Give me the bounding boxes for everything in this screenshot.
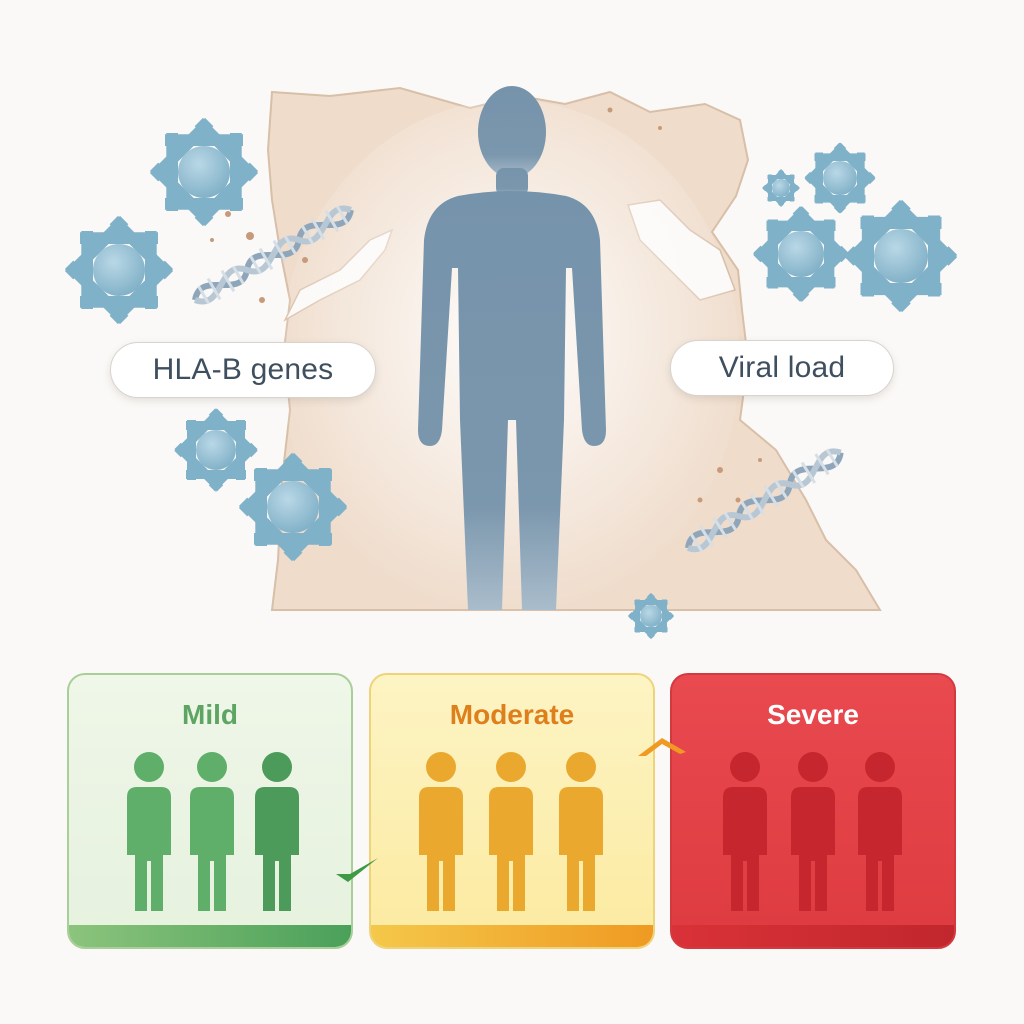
virus-icon-3 (187, 421, 245, 479)
person-icon (791, 752, 835, 911)
person-icon (127, 752, 171, 911)
person-icon (723, 752, 767, 911)
virus-icon-6 (768, 175, 794, 201)
person-icon (419, 752, 463, 911)
hla-b-genes-label: HLA-B genes (110, 342, 376, 398)
virus-icon-4 (255, 469, 330, 544)
virus-icon-9 (635, 600, 667, 632)
virus-icon-7 (768, 221, 835, 288)
person-icon (559, 752, 603, 911)
virus-icon-8 (862, 217, 940, 295)
panel-bar-severe (672, 925, 954, 947)
viral-load-label: Viral load (670, 340, 894, 396)
virus-icon-5 (815, 153, 864, 202)
people-group-severe (723, 752, 902, 911)
severity-panel-mild: Mild (67, 673, 353, 949)
panel-title-moderate: Moderate (449, 699, 575, 730)
dna-helix-icon-right (685, 448, 844, 553)
dna-helix-icon-left (192, 205, 354, 305)
panel-title-severe: Severe (767, 699, 859, 730)
person-icon (255, 752, 299, 911)
illustration-area: HLA-B genes Viral load (0, 86, 1024, 650)
person-icon (489, 752, 533, 911)
chevron-up-icon (638, 738, 686, 756)
person-silhouette-icon (418, 86, 606, 610)
check-icon (336, 858, 378, 882)
people-group-moderate (419, 752, 603, 911)
panel-title-mild: Mild (182, 699, 238, 730)
person-icon (858, 752, 902, 911)
virus-icon-1 (166, 134, 241, 209)
person-icon (190, 752, 234, 911)
panel-bar-moderate (371, 925, 653, 947)
panel-bar-mild (69, 925, 351, 947)
severity-panel-severe: Severe (670, 673, 956, 949)
people-group-mild (127, 752, 299, 911)
virus-icon-2 (81, 232, 156, 307)
severity-panel-moderate: Moderate (369, 673, 655, 949)
debris (210, 107, 762, 503)
illustration-canvas (0, 86, 1024, 650)
